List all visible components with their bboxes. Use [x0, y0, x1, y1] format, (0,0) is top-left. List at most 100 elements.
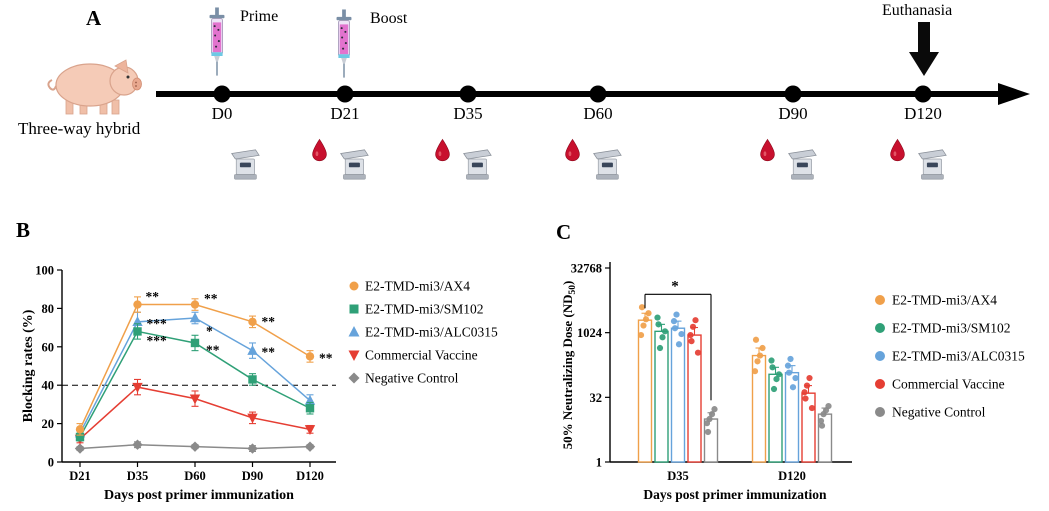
- data-point: [768, 357, 775, 364]
- prime-syringe-icon: [203, 6, 231, 78]
- legend-entry: E2-TMD-mi3/ALC0315: [348, 325, 498, 340]
- bar: [637, 319, 653, 463]
- legend-label: E2-TMD-mi3/ALC0315: [892, 349, 1025, 364]
- data-point: [642, 316, 650, 323]
- y-tick-label: 40: [42, 379, 55, 393]
- legend-entry: Commercial Vaccine: [875, 377, 1005, 392]
- legend-entry: Commercial Vaccine: [348, 348, 478, 363]
- diamond-marker: [304, 441, 316, 452]
- timepoint-label-d0: D0: [211, 104, 233, 123]
- circle-marker: [248, 317, 257, 327]
- scale-icon: [915, 147, 948, 182]
- data-point: [801, 389, 808, 396]
- bar: [654, 330, 669, 463]
- y-tick-label: 0: [48, 456, 54, 470]
- triangle-marker: [247, 344, 258, 355]
- bar: [801, 392, 816, 463]
- data-point: [659, 334, 666, 341]
- blood-drop-icon: [434, 138, 451, 162]
- x-tick-label: D120: [296, 469, 324, 483]
- significance-label: **: [319, 350, 333, 365]
- data-point: [655, 321, 662, 328]
- square-marker: [305, 404, 315, 413]
- data-point: [675, 341, 683, 348]
- panel-a-label: A: [86, 6, 102, 30]
- legend-marker: [875, 323, 885, 333]
- timeline-dot-d0: [213, 85, 231, 103]
- data-point: [688, 338, 695, 345]
- legend-entry: E2-TMD-mi3/SM102: [349, 302, 484, 317]
- y-tick-label: 100: [35, 264, 54, 278]
- data-point: [661, 328, 669, 335]
- data-point: [818, 422, 826, 429]
- circle-marker: [75, 425, 85, 434]
- data-point: [756, 352, 764, 359]
- triangle-down-marker: [304, 425, 316, 436]
- y-tick-label: 60: [42, 340, 55, 354]
- timeline-dot-d90: [784, 85, 802, 103]
- legend-entry: E2-TMD-mi3/AX4: [875, 293, 997, 308]
- series-E2-TMD-mi3/AX4: [75, 296, 315, 436]
- timepoint-label-d35: D35: [453, 104, 483, 123]
- blood-drop-icon: [759, 138, 776, 162]
- blood-drop-icon: [564, 138, 581, 162]
- x-tick-label: D21: [69, 469, 91, 483]
- y-axis-title: Blocking rates (%): [21, 309, 36, 422]
- timepoint-label-d90: D90: [778, 104, 808, 123]
- legend-marker: [875, 295, 885, 305]
- legend-label: E2-TMD-mi3/AX4: [892, 293, 997, 308]
- timeline-dot-d120: [914, 85, 932, 103]
- data-point: [769, 364, 776, 371]
- data-point: [802, 395, 809, 402]
- diamond-marker: [74, 443, 86, 454]
- significance-label: *: [206, 323, 213, 338]
- x-tick-label: D60: [184, 469, 206, 483]
- data-point: [694, 349, 702, 356]
- data-point: [825, 403, 832, 410]
- boost-syringe-icon: [330, 8, 358, 80]
- significance-label: ***: [147, 316, 168, 331]
- scale-icon: [590, 147, 623, 182]
- data-point: [678, 330, 685, 338]
- significance-label: ***: [147, 333, 168, 348]
- data-point: [671, 325, 679, 332]
- bar-series-E2-TMD-mi3/ALC0315: [670, 311, 800, 463]
- data-point: [708, 411, 716, 418]
- timepoint-label-d21: D21: [330, 104, 360, 123]
- legend-marker: [875, 407, 885, 417]
- timepoint-label-d120: D120: [904, 104, 942, 123]
- data-point: [704, 428, 712, 436]
- square-marker: [349, 304, 359, 314]
- significance-label: **: [204, 291, 218, 306]
- timepoint-label-d60: D60: [583, 104, 613, 123]
- data-point: [808, 404, 816, 412]
- legend-label: E2-TMD-mi3/ALC0315: [365, 325, 498, 340]
- prime-label: Prime: [240, 8, 279, 25]
- series-E2-TMD-mi3/SM102: [75, 323, 315, 442]
- y-tick-label: 1: [596, 456, 602, 470]
- bar: [670, 327, 686, 463]
- data-point: [773, 376, 780, 383]
- panel-c-label: C: [556, 220, 572, 244]
- data-point: [789, 384, 797, 391]
- square-marker: [75, 432, 85, 442]
- legend-label: E2-TMD-mi3/SM102: [892, 321, 1011, 336]
- legend-marker: [875, 351, 885, 361]
- diamond-marker: [132, 439, 143, 450]
- scale-icon: [460, 147, 493, 182]
- triangle-down-marker: [132, 382, 143, 393]
- y-axis-title: 50% Neutralizing Dose (ND50): [560, 281, 578, 450]
- data-point: [770, 385, 778, 393]
- triangle-down-marker: [348, 350, 360, 361]
- legend-label: Negative Control: [365, 371, 459, 386]
- diamond-marker: [247, 443, 258, 454]
- square-marker: [248, 375, 257, 384]
- bar-series-E2-TMD-mi3/AX4: [637, 304, 767, 463]
- x-axis-title: Days post primer immunization: [104, 488, 294, 503]
- data-point: [654, 314, 661, 321]
- data-point: [670, 318, 678, 325]
- data-point: [640, 322, 647, 329]
- x-tick-label: D90: [242, 469, 264, 483]
